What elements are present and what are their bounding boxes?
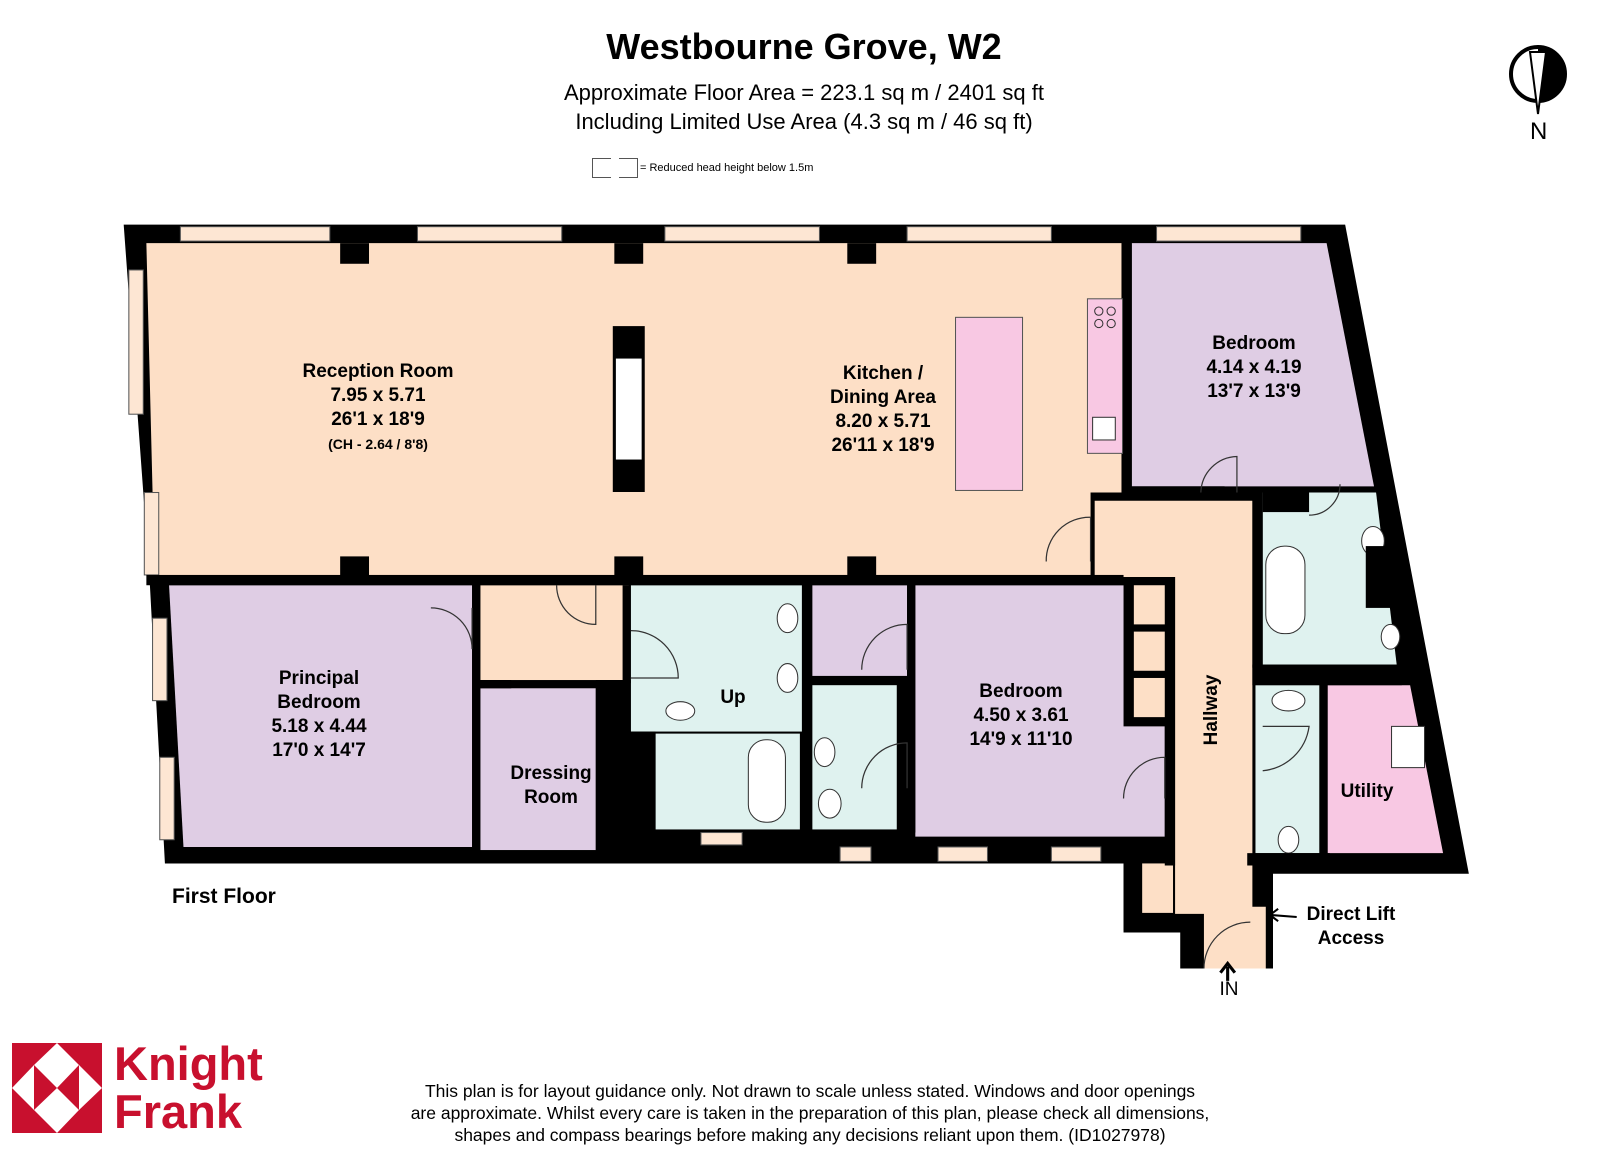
compass-north-label: N	[1530, 118, 1548, 145]
room-bathroom	[630, 585, 802, 732]
room-imperial: 13'7 x 13'9	[1207, 381, 1301, 402]
room-name: Bedroom	[979, 681, 1063, 702]
label-up: Up	[720, 687, 746, 708]
logo-mark-icon	[12, 1043, 102, 1133]
room-name: Dining Area	[830, 387, 936, 408]
brand-frank: Frank	[114, 1085, 242, 1138]
room-name: Bedroom	[277, 692, 361, 713]
legend-swatch	[592, 158, 611, 178]
room-name: Room	[524, 787, 578, 808]
room-name: Reception Room	[302, 361, 454, 382]
sanitary-fixtures	[665, 525, 1426, 854]
room-metric: 8.20 x 5.71	[835, 411, 931, 432]
disclaimer-line: are approximate. Whilst every care is ta…	[410, 1103, 1210, 1123]
kitchen-island	[955, 316, 1024, 491]
cupboard	[1142, 863, 1174, 913]
room-landing	[480, 585, 629, 681]
room-metric: 7.95 x 5.71	[330, 385, 426, 406]
brand-knight: Knight	[114, 1037, 263, 1090]
windows	[128, 226, 1302, 862]
floor-area: Approximate Floor Area = 223.1 sq m / 24…	[564, 80, 1044, 105]
label-lift-access: Direct Lift Access	[1307, 903, 1396, 951]
room-bedroom-top	[1131, 243, 1375, 487]
room-hallway	[1094, 500, 1266, 969]
room-imperial: 17'0 x 14'7	[272, 740, 366, 761]
entrance-arrow-icon	[1219, 960, 1237, 981]
head-height-legend: = Reduced head height below 1.5m	[592, 158, 813, 178]
ceiling-height: (CH - 2.64 / 8'8)	[328, 436, 428, 452]
room-metric: 4.50 x 3.61	[973, 705, 1069, 726]
room-metric: 4.14 x 4.19	[1206, 357, 1302, 378]
disclaimer-line: This plan is for layout guidance only. N…	[424, 1081, 1196, 1101]
limited-use-area: Including Limited Use Area (4.3 sq m / 4…	[575, 109, 1033, 134]
room-dressing	[480, 688, 596, 851]
label-kitchen: Kitchen / Dining Area 8.20 x 5.71 26'11 …	[830, 362, 936, 458]
room-name: Bedroom	[1212, 333, 1296, 354]
room-imperial: 26'1 x 18'9	[331, 409, 425, 430]
label-principal-bedroom: Principal Bedroom 5.18 x 4.44 17'0 x 14'…	[271, 667, 366, 763]
label-utility: Utility	[1340, 781, 1394, 802]
room-shower	[1255, 685, 1320, 854]
label-bedroom-top: Bedroom 4.14 x 4.19 13'7 x 13'9	[1206, 332, 1301, 404]
label-entrance: IN	[1219, 979, 1239, 1000]
doors	[430, 455, 1341, 969]
legend-swatch	[619, 158, 638, 178]
lift-line2: Access	[1317, 928, 1385, 949]
room-principal-bedroom	[169, 585, 473, 847]
label-bedroom-mid: Bedroom 4.50 x 3.61 14'9 x 11'10	[969, 680, 1072, 752]
plan-title: Westbourne Grove, W2	[606, 26, 1002, 67]
knight-frank-logo: Knight Frank	[12, 1040, 263, 1136]
disclaimer: This plan is for layout guidance only. N…	[370, 1080, 1250, 1146]
room-imperial: 26'11 x 18'9	[831, 435, 935, 456]
room-imperial: 14'9 x 11'10	[969, 729, 1073, 750]
interior-walls	[146, 243, 1402, 931]
room-name: Principal	[278, 668, 360, 689]
label-hallway: Hallway	[1201, 674, 1222, 746]
floor-label: First Floor	[172, 885, 276, 908]
label-reception-room: Reception Room 7.95 x 5.71 26'1 x 18'9 (…	[303, 360, 454, 456]
label-dressing-room: Dressing Room	[510, 762, 591, 810]
compass-icon	[1509, 45, 1567, 115]
disclaimer-line: shapes and compass bearings before makin…	[454, 1125, 1166, 1145]
lift-arrow-icon	[1268, 907, 1297, 922]
room-store	[812, 585, 908, 676]
legend-text: = Reduced head height below 1.5m	[640, 162, 814, 174]
room-bedroom-mid	[915, 585, 1165, 837]
lift-line1: Direct Lift	[1306, 904, 1396, 925]
room-metric: 5.18 x 4.44	[271, 716, 367, 737]
room-name: Kitchen /	[842, 363, 924, 384]
room-name: Dressing	[510, 763, 592, 784]
